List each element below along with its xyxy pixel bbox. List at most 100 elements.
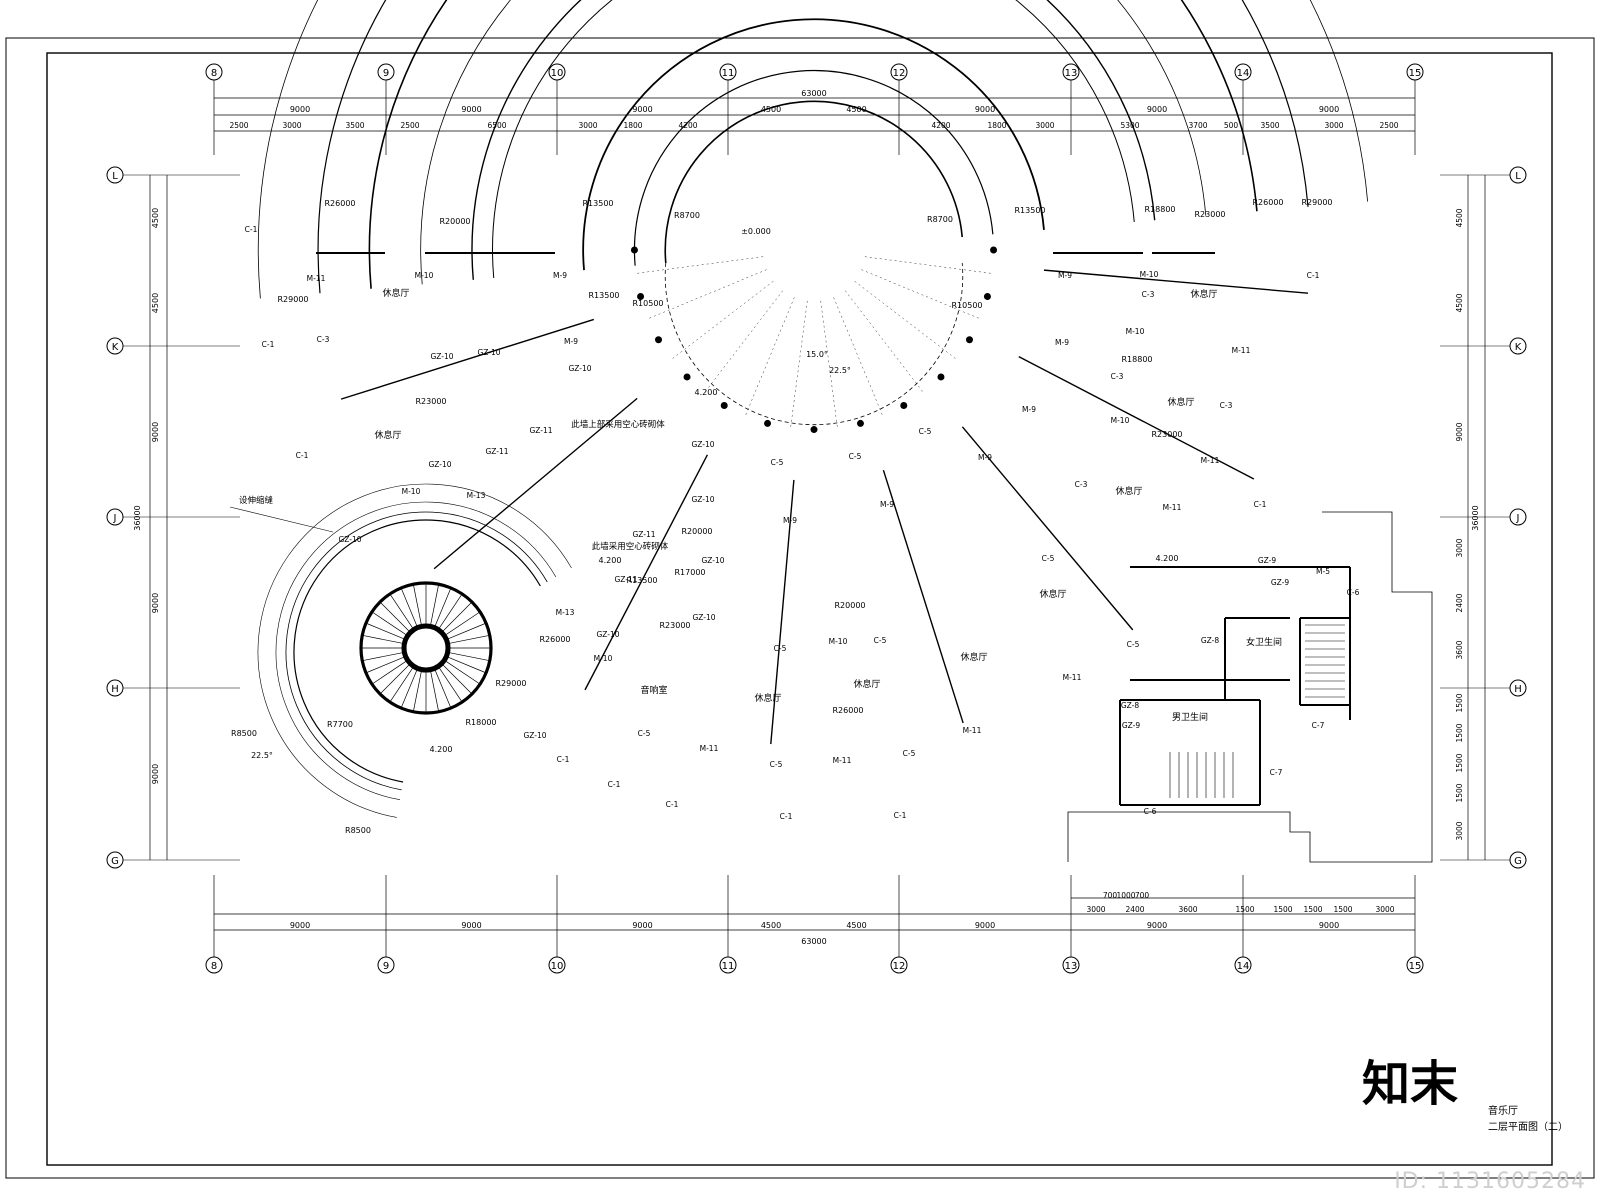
spiral-stair (257, 483, 572, 818)
radius-label: R10500 (632, 299, 663, 308)
tag-column: GZ-10 (523, 731, 546, 740)
stair-tread (400, 587, 418, 628)
dim-bottom-2: 1500 (1333, 905, 1352, 914)
tag-window1: C-1 (894, 811, 907, 820)
void-ray (864, 256, 993, 274)
tag-door11: M-11 (1232, 346, 1251, 355)
tag-window5: C-5 (874, 636, 887, 645)
room-rest: 休息厅 (1115, 485, 1142, 497)
axis-label-top: 15 (1409, 68, 1422, 79)
stair-tread (434, 587, 452, 628)
tag-column9: GZ-9 (1271, 578, 1290, 587)
service-core (1067, 511, 1433, 863)
radius-label: R8700 (674, 211, 700, 220)
rotunda-wall (275, 501, 557, 801)
tag-door11: M-11 (1201, 456, 1220, 465)
curved-wall (582, 18, 1045, 271)
dim-top-1: 9000 (290, 105, 310, 114)
radius-label: R26000 (832, 706, 863, 715)
tag-door10: M-10 (829, 637, 848, 646)
tag-column8: GZ-8 (1121, 701, 1140, 710)
tag-column8: GZ-8 (1201, 636, 1220, 645)
tag-window1: C-1 (608, 780, 621, 789)
void-ray (820, 300, 838, 429)
tag-column: GZ-10 (691, 495, 714, 504)
tag-door11: M-11 (700, 744, 719, 753)
radius-label: R23000 (1194, 210, 1225, 219)
tag-door11: M-11 (307, 274, 326, 283)
curved-wall (318, 0, 1308, 293)
dim-right: 3000 (1455, 538, 1464, 557)
stair-tread (447, 651, 490, 662)
tag-door10: M-10 (1126, 327, 1145, 336)
watermark-id: ID: 1131605284 (1394, 1169, 1586, 1194)
room-rest: 休息厅 (960, 651, 987, 663)
note-upper-hollow: 此墙上部采用空心砖砌体 (571, 419, 665, 430)
room-rest: 休息厅 (1167, 396, 1194, 408)
dim-right: 9000 (1455, 422, 1464, 441)
sheet-border (5, 37, 1595, 1179)
tag-window5: C-5 (903, 749, 916, 758)
tag-window5: C-5 (1127, 640, 1140, 649)
dim-top-1: 9000 (632, 105, 652, 114)
tag-window3: C-3 (1142, 290, 1155, 299)
dim-bottom-1: 9000 (632, 921, 652, 930)
dim-top-2: 1800 (987, 121, 1006, 130)
dim-bottom-1: 4500 (846, 921, 866, 930)
dim-top-2: 2500 (400, 121, 419, 130)
stair-tread (444, 611, 481, 637)
axis-label-left: L (112, 171, 118, 182)
axis-label-top: 13 (1065, 68, 1078, 79)
void-ray (833, 297, 883, 416)
tag-door11: M-11 (1163, 503, 1182, 512)
dimension-lines: 6300063000900090009000900090009000450045… (133, 89, 1486, 946)
tag-door10: M-10 (594, 654, 613, 663)
angle-label: 22.5° (829, 366, 851, 375)
axis-label-left: H (111, 684, 119, 695)
dim-bottom-2: 2400 (1125, 905, 1144, 914)
tag-door9: M-9 (1022, 405, 1036, 414)
room-rest: 休息厅 (382, 287, 409, 299)
tag-window5: C-5 (638, 729, 651, 738)
ring-column (764, 419, 772, 427)
radius-label: R20000 (681, 527, 712, 536)
radius-label: R29000 (495, 679, 526, 688)
tag-door10: M-10 (402, 487, 421, 496)
note-hollow: 此墙采用空心砖砌体 (592, 541, 669, 552)
void-edge (664, 262, 964, 426)
dim-top-2: 5300 (1120, 121, 1139, 130)
tag-window1: C-1 (666, 800, 679, 809)
stair-tread (441, 663, 473, 695)
tag-door11: M-11 (1063, 673, 1082, 682)
axis-label-bottom: 12 (893, 961, 906, 972)
dim-bottom-1: 9000 (975, 921, 995, 930)
level-label: 4.200 (599, 556, 622, 565)
radius-label: R13500 (626, 576, 657, 585)
radius-label: R20000 (834, 601, 865, 610)
axis-label-top: 8 (211, 68, 217, 79)
axis-label-left: K (112, 342, 119, 353)
curved-wall (633, 69, 994, 266)
void-ray (861, 269, 980, 319)
stair-tread (379, 601, 411, 633)
stair-tread (437, 666, 463, 703)
axis-label-right: J (1516, 513, 1520, 524)
tag-window3: C-3 (317, 335, 330, 344)
radius-label: R26000 (539, 635, 570, 644)
tag-window1: C-1 (1307, 271, 1320, 280)
stair-tread (444, 659, 481, 685)
room-rest: 休息厅 (754, 692, 781, 704)
ring-column (683, 373, 691, 381)
tag-door11: M-11 (963, 726, 982, 735)
dim-right: 3600 (1455, 640, 1464, 659)
stair-tread (365, 656, 406, 674)
dim-bottom-2: 3600 (1178, 905, 1197, 914)
watermark-brand: 知末 (1362, 1056, 1458, 1112)
stair-tread (429, 669, 440, 712)
dim-bottom-1: 9000 (1319, 921, 1339, 930)
axis-label-bottom: 10 (551, 961, 564, 972)
tag-column: GZ-10 (428, 460, 451, 469)
curved-wall (421, 0, 1206, 284)
